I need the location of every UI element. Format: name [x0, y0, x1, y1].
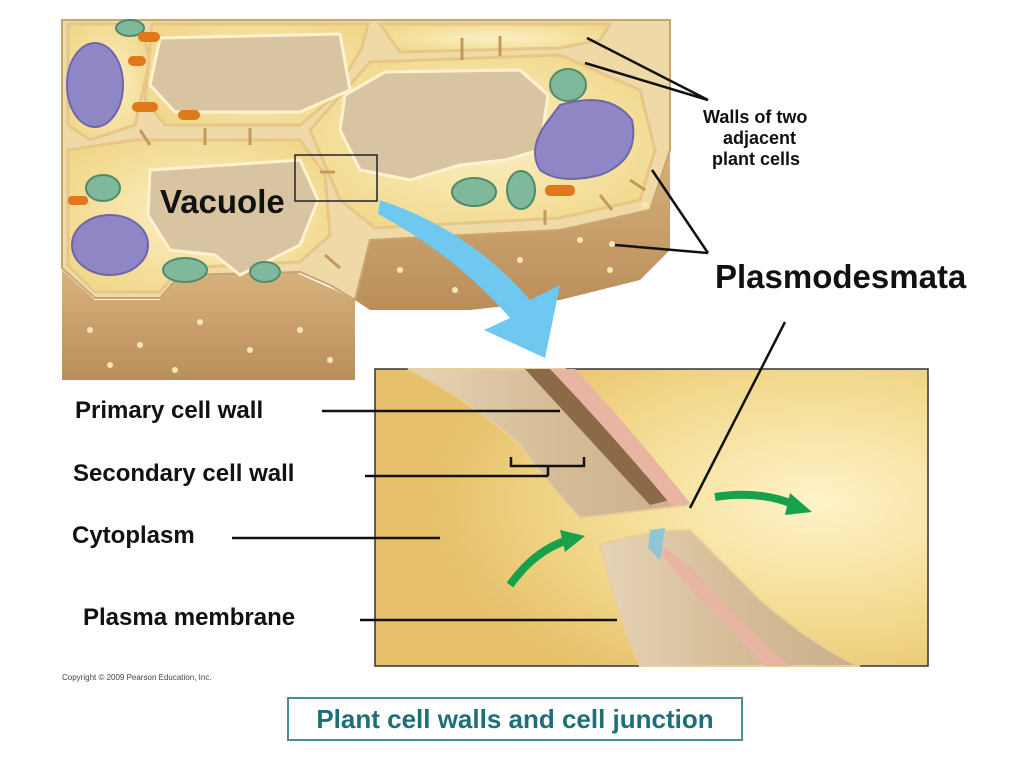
mitochondrion	[68, 196, 88, 205]
cell-block-side	[62, 270, 355, 380]
plasma-membrane-label: Plasma membrane	[83, 604, 296, 631]
vacuole-label: Vacuole	[160, 183, 285, 220]
nucleus	[71, 214, 149, 276]
cell-cytoplasm	[377, 22, 613, 54]
chloroplast	[549, 68, 587, 102]
plasmodesmata-label: Plasmodesmata	[715, 258, 967, 295]
cytoplasm-label: Cytoplasm	[72, 522, 195, 549]
mitochondrion	[128, 56, 146, 66]
chloroplast	[85, 174, 121, 202]
vacuole	[148, 32, 352, 114]
copyright-text: Copyright © 2009 Pearson Education, Inc.	[62, 673, 212, 682]
chloroplast	[249, 261, 281, 283]
primary-cell-wall-label: Primary cell wall	[75, 397, 264, 424]
chloroplast	[162, 257, 208, 283]
walls-label-line2: adjacent	[723, 128, 797, 148]
cell-block	[61, 19, 671, 380]
vacuole	[338, 68, 550, 182]
mitochondrion	[138, 32, 160, 42]
vacuole	[146, 158, 320, 277]
chloroplast	[506, 170, 536, 210]
nucleus	[66, 42, 124, 128]
nucleus	[534, 99, 635, 180]
chloroplast	[451, 177, 497, 207]
walls-label-line1: Walls of two	[703, 107, 808, 127]
mitochondrion	[178, 110, 200, 120]
walls-label-line3: plant cells	[712, 149, 801, 169]
caption-text: Plant cell walls and cell junction	[316, 703, 714, 734]
flow-arrow	[506, 536, 570, 588]
zoom-arrow	[378, 200, 560, 358]
mitochondrion	[545, 185, 575, 196]
leader-lines	[232, 36, 787, 622]
mitochondrion	[132, 102, 158, 112]
chloroplast	[115, 19, 145, 37]
flow-arrow	[714, 490, 797, 509]
caption-box: Plant cell walls and cell junction	[287, 697, 743, 741]
secondary-cell-wall-label: Secondary cell wall	[73, 460, 295, 487]
inset-view	[374, 368, 929, 667]
zoom-region-box	[294, 154, 378, 202]
